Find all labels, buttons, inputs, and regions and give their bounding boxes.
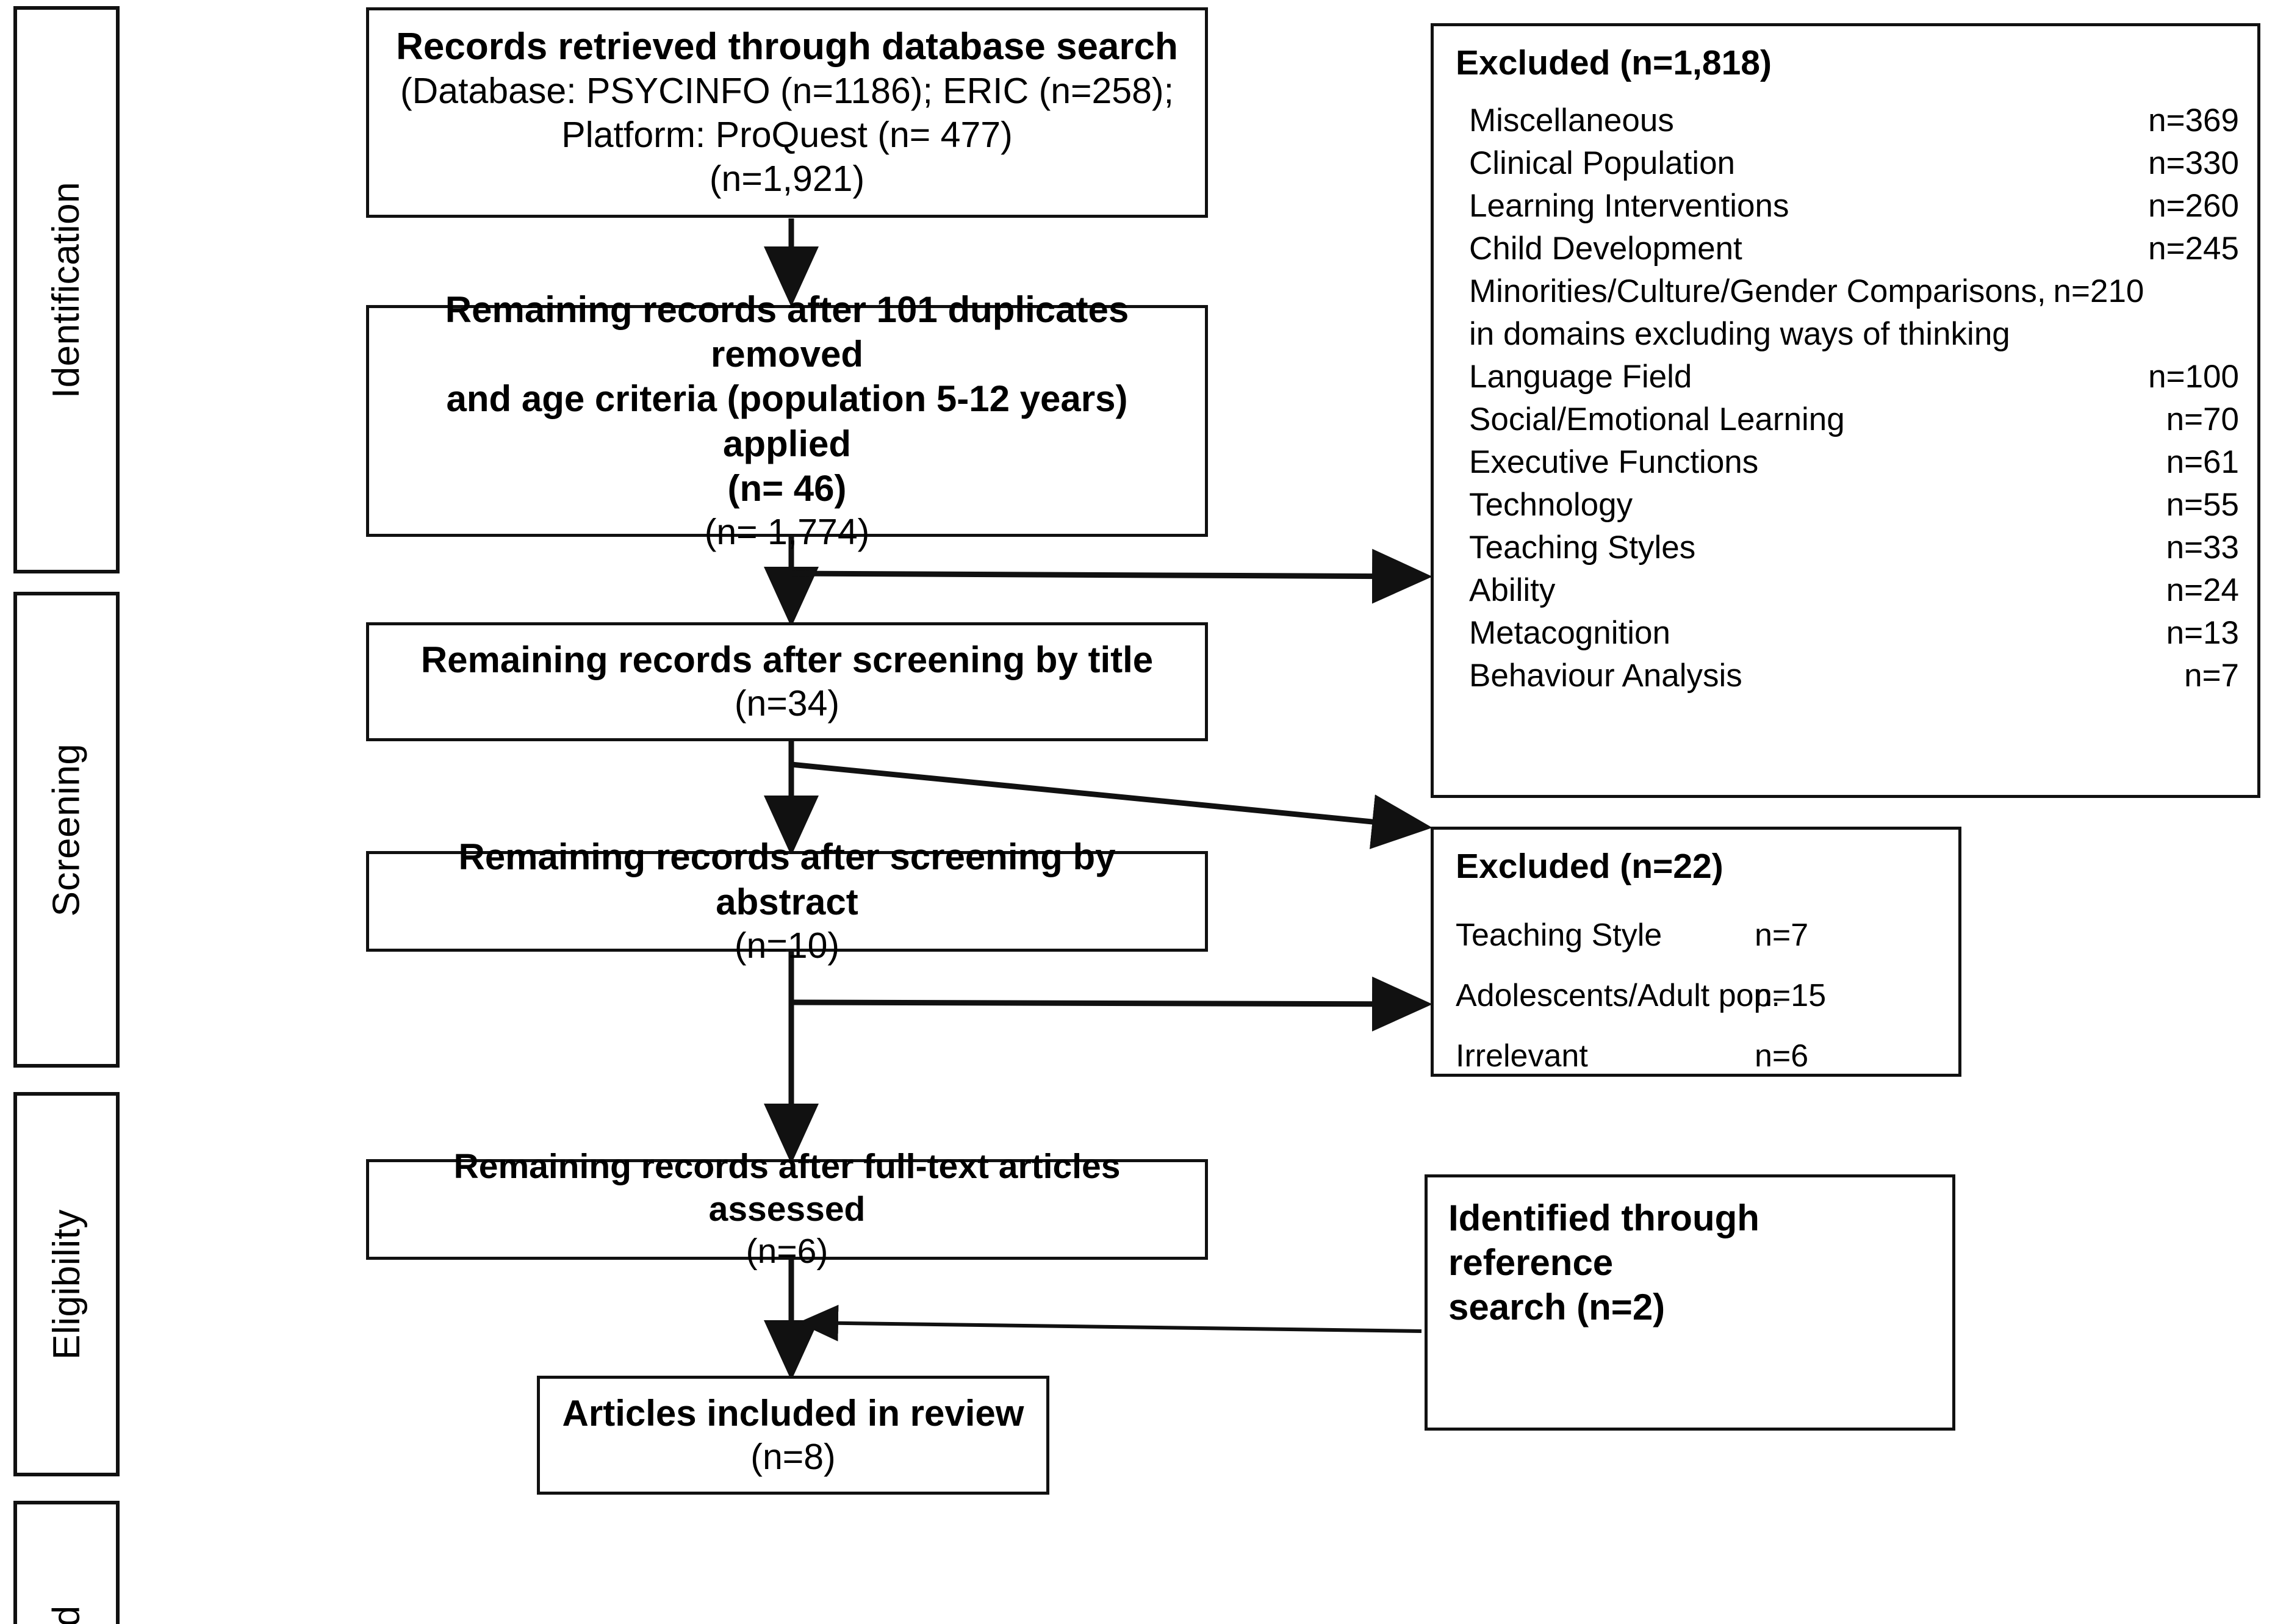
excluded-primary-row-value: n=330 (2148, 145, 2239, 182)
excluded-primary-row: Teaching Styles n=33 (1456, 526, 2239, 569)
stage-label-identification-text: Identification (45, 181, 88, 398)
excluded-secondary-row: Adolescents/Adult pop. n=15 (1456, 966, 1940, 1026)
connector-duplicates-to-excluded-1818 (791, 548, 1432, 604)
excluded-panel-primary: Excluded (n=1,818) Miscellaneous n=369 C… (1431, 23, 2260, 798)
excluded-primary-row: Technology n=55 (1456, 484, 2239, 526)
excluded-primary-rows: Miscellaneous n=369 Clinical Population … (1456, 99, 2239, 697)
excluded-secondary-rows: Teaching Style n=7 Adolescents/Adult pop… (1456, 905, 1940, 1086)
excluded-primary-row: Ability n=24 (1456, 569, 2239, 612)
excluded-primary-row: Language Field n=100 (1456, 356, 2239, 398)
excluded-primary-row-label: Miscellaneous (1469, 102, 1674, 139)
stage-label-screening-text: Screening (45, 743, 88, 916)
excluded-secondary-row: Irrelevant n=6 (1456, 1026, 1940, 1087)
excluded-panel-secondary: Excluded (n=22) Teaching Style n=7 Adole… (1431, 827, 1961, 1077)
excluded-secondary-row-value: n=15 (1755, 978, 1827, 1014)
flow-box-identified-through-reference-search: Identified through reference search (n=2… (1425, 1174, 1955, 1431)
full-text-assessed-line-1: Remaining records after full-text articl… (453, 1147, 1121, 1229)
stage-label-identification: Identification (13, 6, 120, 573)
excluded-primary-row: Executive Functions n=61 (1456, 441, 2239, 484)
excluded-primary-row-value: n=100 (2148, 359, 2239, 395)
reference-search-line-1: Identified through reference (1448, 1198, 1759, 1284)
flow-box-screened-by-title: Remaining records after screening by tit… (366, 622, 1208, 741)
flow-box-records-retrieved: Records retrieved through database searc… (366, 7, 1208, 218)
excluded-secondary-row-value: n=7 (1755, 918, 1809, 954)
excluded-primary-row-value: n=245 (2148, 231, 2239, 267)
excluded-secondary-row-label: Adolescents/Adult pop. (1456, 978, 1780, 1014)
excluded-primary-row-value: n=7 (2184, 657, 2239, 694)
excluded-secondary-title: Excluded (n=22) (1456, 847, 1723, 886)
excluded-primary-row-label: Learning Interventions (1469, 188, 1789, 225)
records-retrieved-line-3: Platform: ProQuest (n= 477) (561, 115, 1013, 156)
excluded-primary-row-value: n=260 (2148, 188, 2239, 225)
excluded-primary-row: Child Development n=245 (1456, 228, 2239, 270)
stage-label-included: Included (13, 1501, 120, 1624)
excluded-primary-row-label: Behaviour Analysis (1469, 657, 1742, 694)
excluded-secondary-row-label: Irrelevant (1456, 1038, 1588, 1074)
excluded-primary-row-label: Language Field (1469, 359, 1692, 395)
excluded-primary-row-label: Ability (1469, 572, 1556, 608)
excluded-primary-row: Behaviour Analysis n=7 (1456, 655, 2239, 697)
screened-by-abstract-line-1: Remaining records after screening by abs… (458, 836, 1116, 922)
flow-box-duplicates-removed: Remaining records after 101 duplicates r… (366, 289, 1208, 552)
stage-label-screening: Screening (13, 592, 120, 1068)
excluded-primary-row-label: Social/Emotional Learning (1469, 401, 1845, 438)
duplicates-removed-line-1: Remaining records after 101 duplicates r… (445, 289, 1129, 375)
excluded-primary-row-value: n=210 (2053, 273, 2144, 310)
connector-abstract-to-excluded-22b (791, 976, 1432, 1032)
excluded-primary-title: Excluded (n=1,818) (1456, 43, 1772, 82)
duplicates-removed-line-2: and age criteria (population 5-12 years)… (446, 378, 1128, 464)
articles-included-line-2: (n=8) (750, 1437, 836, 1478)
screened-by-title-line-1: Remaining records after screening by tit… (420, 639, 1154, 680)
excluded-primary-row: Social/Emotional Learning n=70 (1456, 398, 2239, 441)
excluded-secondary-row-value: n=6 (1755, 1038, 1809, 1074)
excluded-primary-row: Metacognition n=13 (1456, 612, 2239, 655)
connector-title-to-excluded-22 (791, 761, 1432, 849)
excluded-primary-row-value: n=70 (2166, 401, 2239, 438)
excluded-primary-row-label: Clinical Population (1469, 145, 1736, 182)
excluded-primary-row-value: n=24 (2166, 572, 2239, 608)
flow-box-articles-included: Articles included in review (n=8) (537, 1376, 1049, 1495)
excluded-primary-row-label: Metacognition (1469, 614, 1670, 651)
excluded-primary-row: Learning Interventions n=260 (1456, 185, 2239, 228)
full-text-assessed-line-2: (n=6) (746, 1232, 828, 1271)
screened-by-abstract-line-2: (n=10) (734, 925, 840, 966)
articles-included-line-1: Articles included in review (562, 1392, 1024, 1434)
excluded-secondary-row-label: Teaching Style (1456, 918, 1662, 954)
reference-search-line-2: search (n=2) (1448, 1287, 1666, 1328)
excluded-secondary-row: Teaching Style n=7 (1456, 905, 1940, 966)
stage-label-included-text: Included (45, 1605, 88, 1624)
flow-box-screened-by-abstract: Remaining records after screening by abs… (366, 836, 1208, 966)
excluded-primary-row-label: Child Development (1469, 231, 1742, 267)
excluded-primary-row-value: n=369 (2148, 102, 2239, 139)
records-retrieved-line-2: (Database: PSYCINFO (n=1186); ERIC (n=25… (400, 71, 1174, 112)
excluded-primary-row-label: Executive Functions (1469, 444, 1759, 481)
excluded-primary-row-continuation: in domains excluding ways of thinking (1469, 316, 2010, 353)
excluded-primary-row-value: n=33 (2166, 529, 2239, 566)
duplicates-removed-line-3: (n= 46) (727, 467, 847, 509)
screened-by-title-line-2: (n=34) (734, 683, 840, 724)
excluded-primary-row-label: Technology (1469, 486, 1633, 523)
records-retrieved-line-4: (n=1,921) (709, 159, 865, 199)
excluded-primary-row-value: n=13 (2166, 614, 2239, 651)
connector-reference-to-included (798, 1304, 1422, 1342)
excluded-primary-row-label: Teaching Styles (1469, 529, 1696, 566)
excluded-primary-row-value: n=61 (2166, 444, 2239, 481)
stage-label-eligibility: Eligibility (13, 1092, 120, 1476)
excluded-primary-row: Miscellaneous n=369 (1456, 99, 2239, 142)
stage-label-eligibility-text: Eligibility (45, 1209, 88, 1360)
flow-box-full-text-assessed: Remaining records after full-text articl… (366, 1147, 1208, 1271)
excluded-primary-row: Clinical Population n=330 (1456, 142, 2239, 185)
duplicates-removed-line-4: (n= 1,774) (704, 511, 870, 552)
excluded-primary-row: Minorities/Culture/Gender Comparisons, n… (1456, 270, 2239, 313)
excluded-primary-row-label: Minorities/Culture/Gender Comparisons, (1469, 273, 2046, 310)
records-retrieved-line-1: Records retrieved through database searc… (396, 25, 1178, 68)
excluded-primary-row-value: n=55 (2166, 486, 2239, 523)
